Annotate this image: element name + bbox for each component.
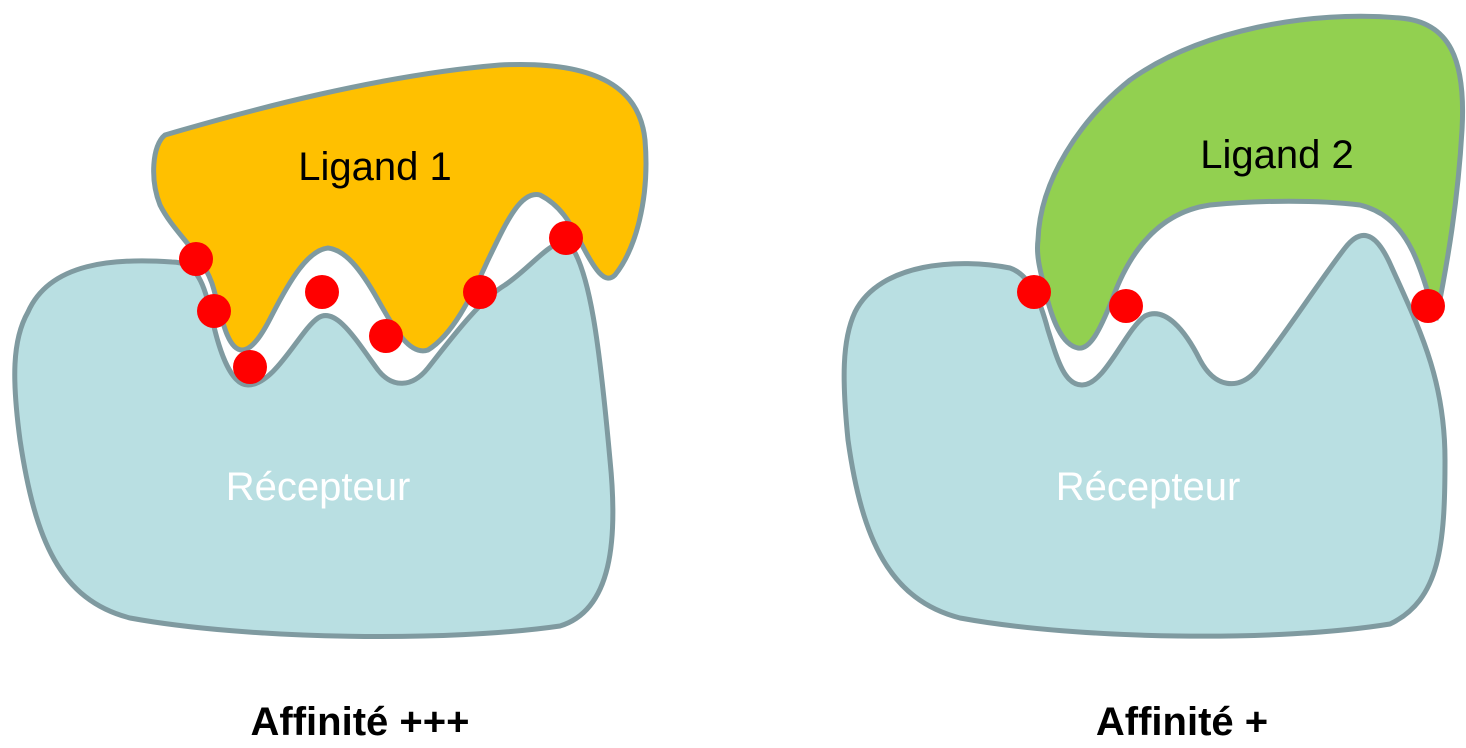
contact-point (369, 319, 403, 353)
contact-point (179, 242, 213, 276)
contact-point (463, 275, 497, 309)
ligand-1-label: Ligand 1 (298, 145, 451, 189)
right-affinity-caption: Affinité + (1096, 700, 1268, 744)
ligand-2-shape (1035, 13, 1466, 351)
contact-point (1017, 275, 1051, 309)
left-panel: Ligand 1 Récepteur Affinité +++ (12, 61, 649, 744)
left-receptor-shape (12, 237, 616, 639)
right-receptor-shape (841, 233, 1448, 639)
contact-point (197, 294, 231, 328)
contact-point (549, 221, 583, 255)
contact-point (233, 350, 267, 384)
contact-point (305, 275, 339, 309)
left-receptor-label: Récepteur (226, 465, 411, 509)
right-panel: Ligand 2 Récepteur Affinité + (841, 13, 1466, 744)
right-contact-points (1017, 275, 1445, 323)
right-receptor-label: Récepteur (1056, 465, 1241, 509)
ligand-2-label: Ligand 2 (1200, 133, 1353, 177)
left-contact-points (179, 221, 583, 384)
contact-point (1109, 289, 1143, 323)
contact-point (1411, 289, 1445, 323)
left-affinity-caption: Affinité +++ (251, 700, 470, 744)
